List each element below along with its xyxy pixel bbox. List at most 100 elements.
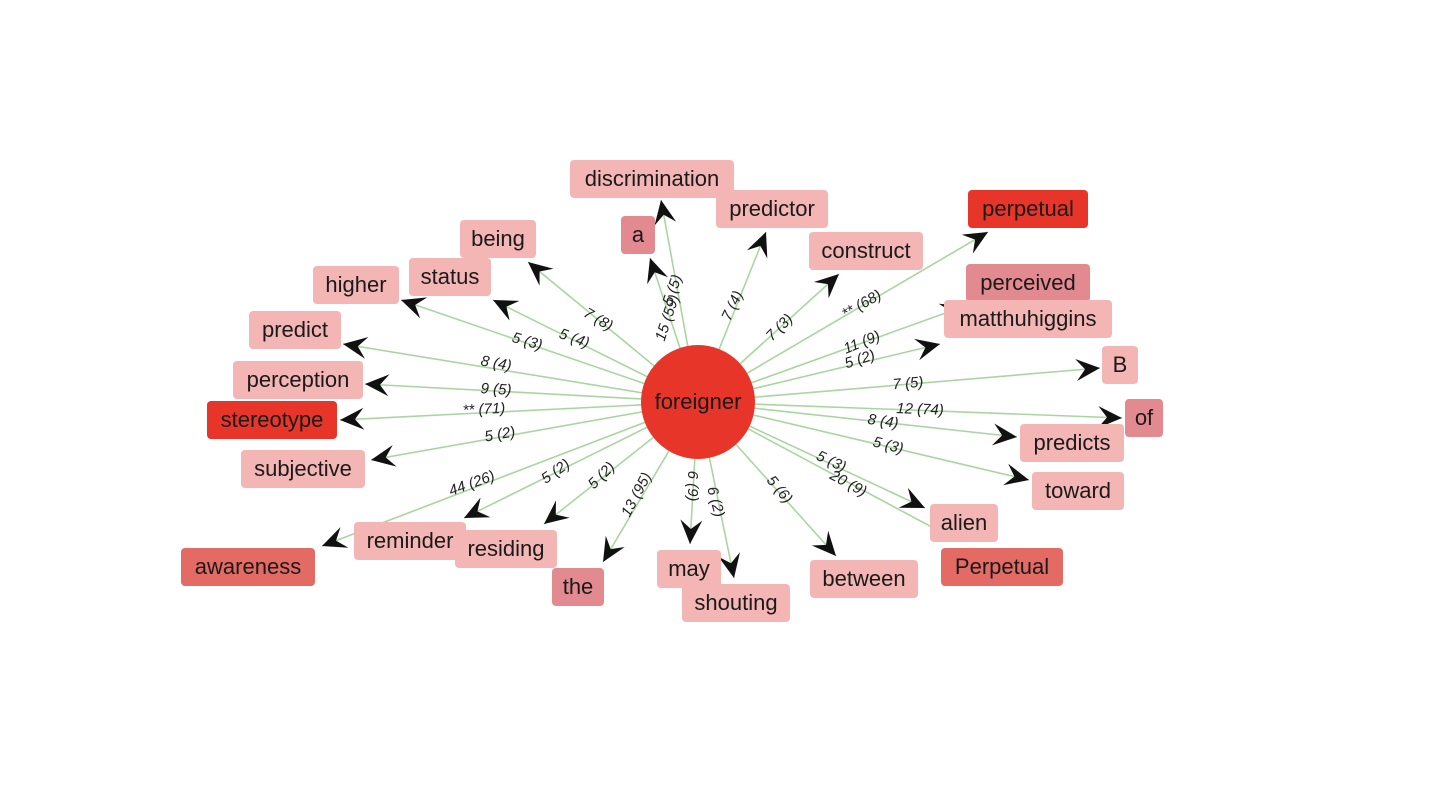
edge-label-perception: 9 (5) bbox=[480, 380, 512, 399]
node-label: awareness bbox=[194, 554, 302, 579]
node-label: residing bbox=[467, 536, 545, 561]
hub-node-label: foreigner bbox=[654, 389, 742, 414]
node-label: perceived bbox=[980, 270, 1076, 295]
edge-label-status: 5 (4) bbox=[557, 325, 592, 352]
arrowhead-may bbox=[680, 519, 703, 544]
edge-label-shouting: 6 (2) bbox=[703, 485, 727, 519]
arrowhead-residing bbox=[544, 500, 570, 524]
edge-label-predict: 8 (4) bbox=[479, 352, 512, 374]
node-toward[interactable]: toward bbox=[1032, 472, 1124, 510]
edge-label-higher: 5 (3) bbox=[510, 329, 544, 354]
node-stereotype[interactable]: stereotype bbox=[207, 401, 337, 439]
edge-label-a: 5 (5) bbox=[659, 272, 686, 307]
node-label: may bbox=[668, 556, 710, 581]
arrowhead-toward bbox=[1003, 463, 1029, 486]
arrowhead-alien bbox=[898, 487, 925, 508]
arrowhead-perpetual bbox=[961, 232, 988, 254]
node-label: Perpetual bbox=[954, 554, 1050, 579]
edge-B bbox=[697, 367, 1101, 403]
edge-label-stereotype: ** (71) bbox=[462, 400, 505, 419]
node-label: perception bbox=[246, 367, 350, 392]
arrowhead-matthuhiggins bbox=[914, 338, 940, 361]
edge-label-awareness: 44 (26) bbox=[447, 467, 497, 499]
node-label: between bbox=[822, 566, 906, 591]
edge-label-toward: 5 (3) bbox=[871, 434, 905, 458]
node-of[interactable]: of bbox=[1125, 399, 1163, 437]
edge-label-predicts: 8 (4) bbox=[867, 411, 900, 432]
arrowhead-shouting bbox=[718, 552, 740, 578]
node-label: being bbox=[471, 226, 525, 251]
node-perceived[interactable]: perceived bbox=[966, 264, 1090, 302]
node-residing[interactable]: residing bbox=[455, 530, 557, 568]
arrowhead-predicts bbox=[991, 423, 1017, 446]
arrowhead-subjective bbox=[371, 444, 397, 467]
node-label: perpetual bbox=[982, 196, 1074, 221]
node-label: predict bbox=[261, 317, 329, 342]
edge-label-may: 6 (9) bbox=[684, 471, 701, 502]
node-awareness[interactable]: awareness bbox=[181, 548, 315, 586]
node-alien[interactable]: alien bbox=[930, 504, 998, 542]
node-predictor[interactable]: predictor bbox=[716, 190, 828, 228]
node-label: higher bbox=[325, 272, 387, 297]
node-label: construct bbox=[821, 238, 911, 263]
arrowhead-of bbox=[1097, 406, 1122, 429]
arrowhead-between bbox=[811, 530, 836, 556]
node-label: reminder bbox=[366, 528, 454, 553]
arrowhead-the bbox=[603, 535, 625, 562]
node-label: matthuhiggins bbox=[959, 306, 1097, 331]
node-label: predictor bbox=[729, 196, 815, 221]
node-a[interactable]: a bbox=[621, 216, 655, 254]
node-being[interactable]: being bbox=[460, 220, 536, 258]
edge-label-perpetual: ** (68) bbox=[839, 287, 884, 323]
node-status[interactable]: status bbox=[409, 258, 491, 296]
node-label: alien bbox=[940, 510, 988, 535]
edge-label-the: 13 (95) bbox=[618, 470, 655, 520]
arrowhead-perception bbox=[365, 374, 390, 397]
edge-of bbox=[697, 401, 1123, 419]
edge-label-subjective: 5 (2) bbox=[483, 423, 516, 445]
node-between[interactable]: between bbox=[810, 560, 918, 598]
arrowhead-reminder bbox=[464, 497, 491, 518]
node-higher[interactable]: higher bbox=[313, 266, 399, 304]
node-label: toward bbox=[1044, 478, 1112, 503]
node-perpetual[interactable]: perpetual bbox=[968, 190, 1088, 228]
node-label: the bbox=[562, 574, 594, 599]
hub-node-foreigner[interactable]: foreigner bbox=[641, 345, 755, 459]
node-label: predicts bbox=[1033, 430, 1111, 455]
node-reminder[interactable]: reminder bbox=[354, 522, 466, 560]
arrowhead-awareness bbox=[322, 527, 349, 548]
edge-label-of: 12 (74) bbox=[896, 400, 944, 419]
node-subjective[interactable]: subjective bbox=[241, 450, 365, 488]
arrowhead-status bbox=[493, 300, 520, 321]
arrowhead-construct bbox=[813, 274, 839, 299]
edge-label-B: 7 (5) bbox=[892, 374, 924, 394]
node-predict[interactable]: predict bbox=[249, 311, 341, 349]
node-Perpetual[interactable]: Perpetual bbox=[941, 548, 1063, 586]
node-shouting[interactable]: shouting bbox=[682, 584, 790, 622]
arrowhead-discrimination bbox=[654, 200, 677, 226]
arrowhead-predict bbox=[343, 337, 369, 359]
node-discrimination[interactable]: discrimination bbox=[570, 160, 734, 198]
node-label: shouting bbox=[694, 590, 778, 615]
node-label: a bbox=[631, 222, 645, 247]
node-the[interactable]: the bbox=[552, 568, 604, 606]
arrowhead-stereotype bbox=[340, 407, 365, 430]
edge-label-between: 5 (6) bbox=[763, 472, 796, 507]
node-construct[interactable]: construct bbox=[809, 232, 923, 270]
node-label: status bbox=[420, 264, 480, 289]
node-B[interactable]: B bbox=[1102, 346, 1138, 384]
node-label: of bbox=[1134, 405, 1154, 430]
node-perception[interactable]: perception bbox=[233, 361, 363, 399]
arrowhead-being bbox=[528, 262, 554, 286]
edge-stereotype bbox=[339, 401, 699, 421]
arrowhead-higher bbox=[401, 297, 428, 319]
edge-label-predictor: 7 (4) bbox=[718, 288, 746, 323]
arrowhead-a bbox=[647, 258, 669, 285]
node-label: discrimination bbox=[584, 166, 720, 191]
arrowhead-B bbox=[1075, 359, 1100, 381]
node-matthuhiggins[interactable]: matthuhiggins bbox=[944, 300, 1112, 338]
node-predicts[interactable]: predicts bbox=[1020, 424, 1124, 462]
arrowhead-predictor bbox=[746, 232, 768, 259]
node-may[interactable]: may bbox=[657, 550, 721, 588]
node-label: subjective bbox=[254, 456, 352, 481]
